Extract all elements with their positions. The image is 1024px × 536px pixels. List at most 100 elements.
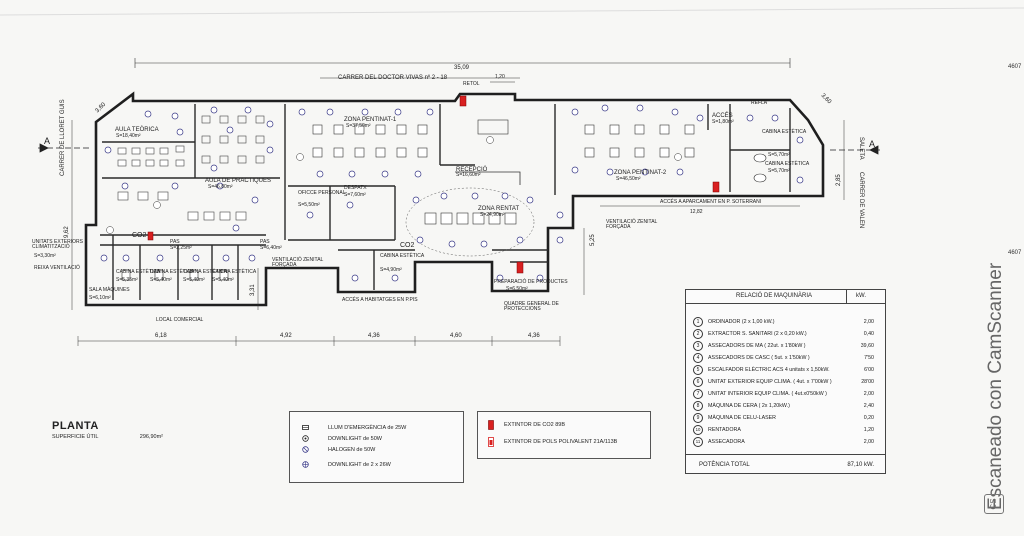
room-despatx-area: S=7,60m²: [344, 192, 366, 198]
bottom-dim-5: 4,36: [528, 333, 540, 339]
room-cabina-2-area: S=5,40m²: [150, 277, 172, 283]
saleta-label: SALETA: [858, 137, 864, 160]
scanner-watermark-text: Escaneado con CamScanner: [985, 262, 1006, 510]
room-cabina-estetica-small: CABINA ESTÈTICA: [380, 253, 425, 259]
refla-label: REFLA: [751, 100, 768, 106]
bottom-dim-4: 4,60: [450, 333, 462, 339]
room-cabina-1-area: S=5,35m²: [116, 277, 138, 283]
room-zona-pentinat-2: ZONA PENTINAT-2: [614, 170, 667, 176]
ventilacio-zenital-1: VENTILACIÓ ZENITAL FORÇADA: [272, 257, 324, 268]
room-zona-pentinat-1-area: S=37,50m²: [346, 123, 371, 129]
margin-number-mid: 4607: [1008, 250, 1022, 256]
room-pas-1: PAS: [170, 239, 180, 245]
local-comercial-label: LOCAL COMERCIAL: [156, 317, 204, 323]
room-cabina-1: CABINA ESTÈTICA: [116, 269, 161, 275]
superficie-label: SUPERFICIE ÚTIL: [52, 434, 99, 440]
scanner-watermark: Escaneado con CamScanner CS: [983, 240, 1007, 520]
room-recepcio: RECEPCIÓ: [456, 167, 488, 173]
room-cabina-2: CABINA ESTÈTICA: [150, 269, 195, 275]
acces-habitatges-label: ACCÉS A HABITATGES EN P.PIS: [342, 297, 418, 303]
room-cabina-3-area: S=5,40m²: [183, 277, 205, 283]
extinguisher-legend: EXTINTOR DE CO2 89B EXTINTOR DE POLS POL…: [477, 411, 651, 459]
lighting-legend: LLUM D'EMERGÈNCIA de 25W DOWNLIGHT de 50…: [289, 411, 464, 483]
superficie-util: SUPERFICIE ÚTIL 296,90m²: [52, 434, 163, 440]
bottom-dim-2: 4,92: [280, 333, 292, 339]
downlight-double-icon: [302, 461, 309, 468]
machinery-total: POTÈNCIA TOTAL 87,10 kW.: [686, 454, 885, 474]
room-cabina-estetica-b-area: S=5,70m²: [768, 168, 790, 174]
machinery-title: RELACIÓ DE MAQUINÀRIA: [736, 293, 813, 299]
room-recepcio-area: S=16,60m²: [456, 172, 481, 178]
room-zona-rentat: ZONA RENTAT: [478, 206, 520, 212]
unitats-exteriors-label: UNITATS EXTERIORS CLIMATITZACIÓ: [32, 239, 83, 250]
co2-extinguisher-icon: [488, 420, 494, 430]
co2-label-a: CO2: [132, 232, 147, 239]
total-width-dim: 35,09: [454, 65, 470, 71]
aparcament-width-dim: 12,82: [690, 209, 703, 215]
acces-aparcament-label: ACCÉS A APARCAMENT EN P. SOTERRANI: [660, 199, 762, 205]
room-cabina-estetica-b: CABINA ESTÈTICA: [765, 161, 810, 167]
room-aula-practiques: AULA DE PRACTIQUES: [205, 178, 272, 184]
room-sala-maquines: SALA MÀQUINES: [89, 287, 130, 293]
street-left-label: CARRER DE LLORET GUIS: [60, 99, 66, 176]
quadre-general-label: QUADRE GENERAL DE PROTECCIONS: [504, 301, 559, 312]
machinery-table-header: RELACIÓ DE MAQUINÀRIA kW.: [686, 290, 885, 304]
room-sala-maquines-area: S=6,10m²: [89, 295, 111, 301]
room-zona-pentinat-1: ZONA PENTINAT-1: [344, 117, 397, 123]
right-height-dim: 2,85: [836, 174, 842, 186]
room-ofice-personal-area: S=5,50m²: [298, 202, 320, 208]
halogen-icon: [302, 446, 309, 453]
plan-title: PLANTA: [52, 420, 99, 432]
machinery-unit: kW.: [856, 293, 866, 299]
room-despatx: DESPATX: [344, 185, 367, 191]
powder-extinguisher-icon: [488, 437, 494, 447]
left-height-dim: 9,62: [64, 226, 70, 238]
right-vertical-dim: 5,25: [590, 234, 596, 246]
room-acces-area: S=1,80m²: [712, 119, 734, 125]
room-cabina-4-area: S=5,40m²: [212, 277, 234, 283]
room-zona-pentinat-2-area: S=46,50m²: [616, 176, 641, 182]
section-marker-right: A: [869, 139, 876, 149]
co2-label-b: CO2: [400, 242, 415, 249]
margin-number-top: 4607: [1008, 64, 1022, 70]
unitats-exteriors-area: S=3,30m²: [34, 253, 56, 259]
room-preparacio: PREPARACIÓ DE PRODUCTES: [494, 279, 568, 285]
ventilacio-zenital-2: VENTILACIÓ ZENITAL FORÇADA: [606, 219, 658, 230]
superficie-value: 296,90m²: [139, 434, 164, 440]
total-label: POTÈNCIA TOTAL: [699, 462, 750, 468]
bottom-dim-3: 4,36: [368, 333, 380, 339]
room-cabina-4: CABINA ESTÈTICA: [212, 269, 257, 275]
room-preparacio-area: S=6,50m²: [506, 286, 528, 292]
room-zona-rentat-area: S=24,90m²: [480, 212, 505, 218]
mid-vertical-dim: 3,31: [250, 284, 256, 296]
emergency-light-icon: [302, 425, 309, 430]
room-aula-teorica-area: S=18,40m²: [116, 133, 141, 139]
reixa-ventilacio-label: REIXA VENTILACIÓ: [34, 265, 80, 271]
room-acces: ACCÉS: [712, 113, 733, 119]
room-cabina-estetica-small-area: S=4,90m²: [380, 267, 402, 273]
room-pas-2-area: S=6,40m²: [260, 245, 282, 251]
room-cabina-estetica-a: CABINA ESTÈTICA: [762, 129, 807, 135]
street-right-label: CARRER DE VALEN: [858, 172, 864, 229]
street-top-label: CARRER DEL DOCTOR VIVAS nº 2 - 18: [338, 75, 448, 81]
total-value: 87,10 kW.: [847, 462, 874, 468]
room-cabina-3: CABINA ESTÈTICA: [183, 269, 228, 275]
camscanner-logo-icon: CS: [984, 494, 1004, 514]
section-marker-left: A: [44, 136, 51, 146]
retol-width-dim: 1,20: [495, 74, 505, 80]
bottom-dim-1: 6,18: [155, 333, 167, 339]
room-aula-teorica: AULA TEÒRICA: [115, 127, 159, 133]
retol-label: RETOL: [463, 81, 480, 87]
